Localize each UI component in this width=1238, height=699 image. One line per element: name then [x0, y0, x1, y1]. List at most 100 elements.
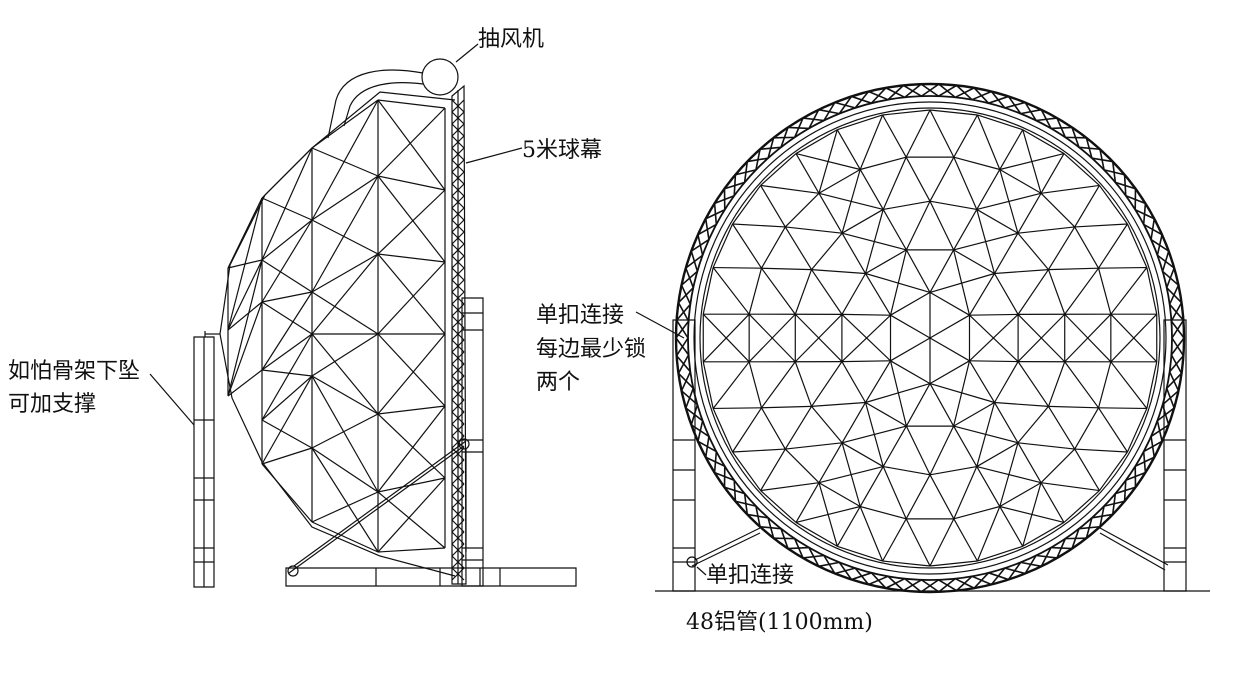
- connect-label-line3: 两个: [536, 370, 581, 395]
- dome-mesh-edge: [866, 384, 930, 403]
- rim-lacing: [677, 356, 691, 372]
- dome-mesh-edge: [713, 224, 732, 268]
- dome-mesh-edge: [1075, 408, 1099, 449]
- dome-mesh-edge: [977, 115, 999, 170]
- dome-mesh-edge: [860, 115, 882, 170]
- rim-lacing: [1144, 224, 1162, 234]
- front-clamp-circle: [687, 557, 697, 567]
- rim-truss-lacing: [452, 400, 464, 412]
- rim-lacing: [686, 408, 703, 421]
- dome-strut: [312, 254, 378, 292]
- dome-mesh-edge: [891, 338, 930, 361]
- rim-truss-lacing: [452, 364, 464, 376]
- rim-lacing: [955, 88, 974, 97]
- front-diagonal-brace: [695, 528, 760, 560]
- dome-mesh-edge: [842, 169, 860, 233]
- rim-truss-lacing: [452, 112, 464, 124]
- rim-truss-lacing: [452, 484, 464, 496]
- rim-lacing: [678, 303, 688, 321]
- dome-mesh-edge: [713, 362, 749, 409]
- rim-lacing: [1157, 255, 1174, 268]
- rim-truss-lacing: [452, 460, 464, 472]
- dome-mesh-edge: [785, 406, 811, 449]
- fan-duct: [344, 83, 423, 126]
- dome-mesh-edge: [994, 362, 1018, 403]
- dome-mesh-edge: [954, 467, 977, 519]
- dome-mesh-edge: [954, 426, 977, 466]
- support-label-line1: 如怕骨架下坠: [8, 359, 141, 384]
- dome-mesh-edge: [812, 270, 842, 315]
- dome-mesh-edge: [1023, 130, 1064, 154]
- dome-mesh-edge: [1099, 408, 1128, 452]
- rim-lacing: [1151, 240, 1169, 252]
- dome-mesh-edge: [1018, 314, 1065, 361]
- dome-mesh-edge: [1111, 268, 1147, 315]
- dome-strut: [262, 198, 312, 220]
- dome-mesh-edge: [761, 268, 811, 269]
- dome-mesh-edge: [837, 546, 882, 561]
- clamp-circle: [459, 439, 469, 449]
- dome-strut: [262, 260, 312, 292]
- dome-strut: [312, 292, 378, 334]
- front-view: [655, 84, 1210, 592]
- dome-strut: [378, 176, 445, 262]
- rim-lacing: [735, 501, 755, 506]
- rim-lacing: [1092, 158, 1113, 161]
- dome-mesh-edge: [954, 507, 1000, 519]
- dome-mesh-edge: [954, 157, 977, 209]
- diagonal-brace: [294, 441, 466, 566]
- dome-mesh-edge: [1018, 362, 1048, 407]
- dome-mesh-edge: [842, 402, 865, 442]
- dome-mesh-edge: [819, 443, 842, 483]
- rim-truss-lacing: [452, 208, 464, 220]
- dome-strut: [262, 148, 312, 260]
- dome-mesh-edge: [977, 169, 1000, 209]
- dome-mesh-edge: [883, 157, 906, 209]
- dome-strut: [262, 464, 312, 522]
- dome-mesh-edge: [860, 467, 883, 507]
- rim-lacing: [1167, 388, 1174, 408]
- dome-strut: [262, 334, 312, 420]
- dome-mesh-edge: [1048, 270, 1064, 315]
- dome-mesh-edge: [761, 154, 796, 186]
- rim-lacing: [706, 219, 709, 240]
- dome-mesh-edge: [954, 402, 995, 426]
- dome-mesh-edge: [883, 426, 906, 466]
- rim-truss-lacing: [452, 520, 464, 532]
- dome-mesh-edge: [994, 402, 1048, 406]
- fan-duct: [328, 70, 423, 138]
- dome-mesh-edge: [1075, 224, 1128, 227]
- rim-truss-lacing: [452, 376, 464, 388]
- dome-strut: [262, 370, 312, 376]
- dome-mesh-edge: [842, 443, 883, 467]
- dome-mesh-edge: [842, 362, 866, 403]
- dome-mesh-edge: [1064, 491, 1099, 523]
- dome-mesh-edge: [994, 270, 1048, 274]
- dome-mesh-edge: [842, 361, 891, 362]
- dome-mesh-edge: [866, 274, 891, 316]
- dome-mesh-edge: [883, 201, 930, 209]
- dome-boundary: [700, 108, 1160, 568]
- rim-lacing: [835, 568, 855, 573]
- dome-mesh-edge: [837, 115, 882, 130]
- rim-truss-lacing: [452, 220, 464, 232]
- dome-mesh-edge: [1018, 443, 1075, 449]
- dome-mesh-edge: [1075, 227, 1099, 268]
- dome-mesh-edge: [906, 475, 930, 519]
- dome-mesh-edge: [1065, 362, 1099, 408]
- dome-mesh-edge: [749, 314, 795, 362]
- rim-lacing: [725, 487, 745, 493]
- rim-truss-lacing: [452, 412, 464, 424]
- dome-strut: [262, 448, 312, 464]
- dome-mesh-edge: [1111, 314, 1157, 362]
- rim-lacing: [1163, 405, 1169, 425]
- rim-lacing: [682, 391, 698, 405]
- fan-circle: [422, 59, 458, 95]
- rim-lacing: [1113, 494, 1116, 515]
- dome-strut: [312, 220, 378, 254]
- dome-label: 5米球幕: [522, 138, 602, 163]
- dome-strut: [378, 254, 445, 334]
- dome-mesh-edge: [1018, 270, 1048, 315]
- support-label-line2: 可加支撑: [8, 392, 97, 417]
- dome-mesh-edge: [883, 467, 906, 519]
